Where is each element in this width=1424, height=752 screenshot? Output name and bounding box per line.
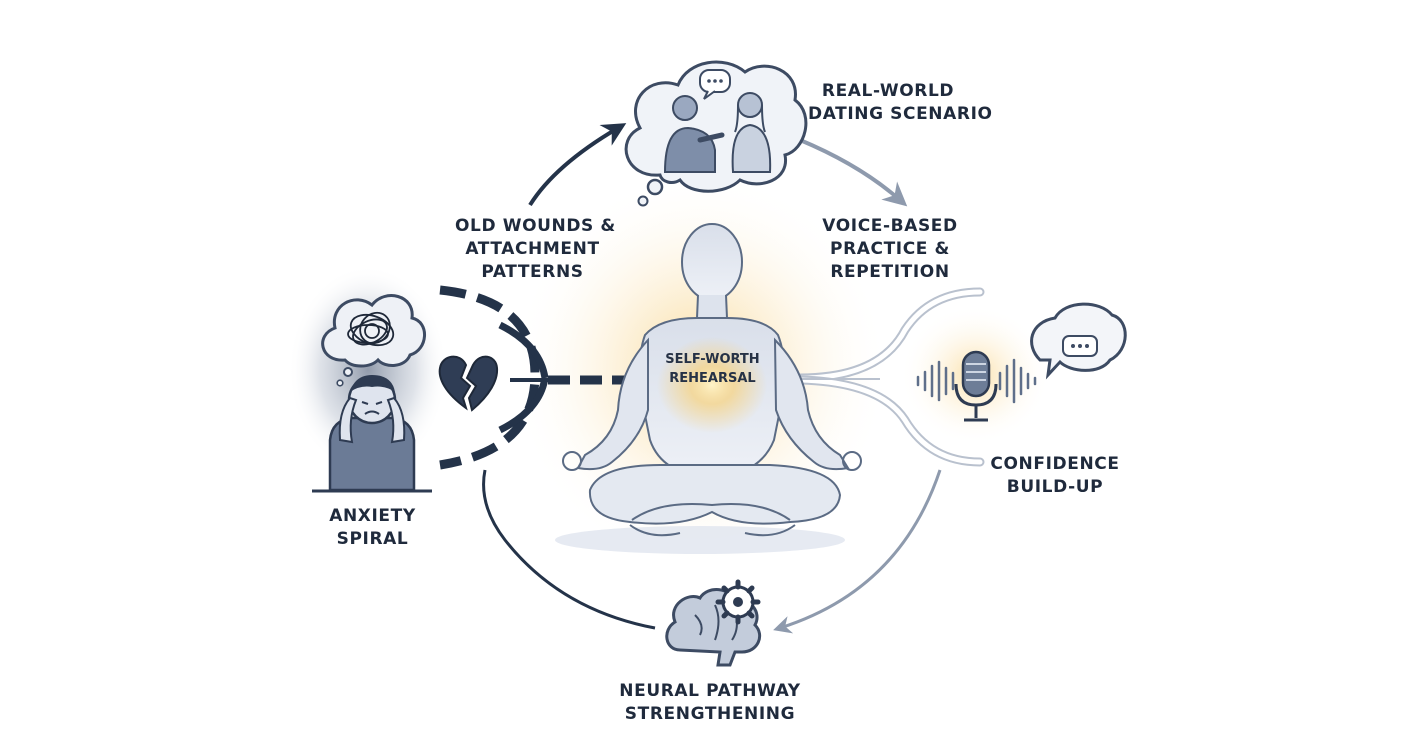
right-branch-bottom-inner [797,377,983,465]
right-branch-top-inner [797,289,983,381]
voice-practice-label: VOICE-BASED PRACTICE & REPETITION [815,215,965,284]
sound-waves-left [916,360,955,402]
old-wounds-label-line1: OLD WOUNDS & [455,216,616,236]
thought-cloud-couple-icon [624,60,808,207]
neural-label-line1: NEURAL PATHWAY [619,681,801,701]
dashed-wound-arc [439,285,540,470]
anxious-person-icon [312,375,432,493]
old-wounds-label-line3: PATTERNS [481,262,584,282]
speech-bubble-icon [1030,302,1127,380]
confidence-label-line1: CONFIDENCE [990,454,1120,474]
confidence-label-line2: BUILD-UP [1006,477,1104,497]
voice-practice-label-line3: REPETITION [830,262,950,282]
left-merge-top [498,321,549,379]
meditating-figure-icon [555,223,862,554]
left-merge-bottom [498,377,549,434]
real-world-label: REAL-WORLD DATING SCENARIO [808,80,993,126]
center-label: SELF-WORTH REHEARSAL [640,350,785,388]
center-label-line1: SELF-WORTH [665,352,760,367]
center-label-line2: REHEARSAL [669,371,756,386]
broken-heart-icon [438,355,499,412]
anxiety-label: ANXIETY SPIRAL [320,505,425,551]
tangled-thoughts-icon [321,294,426,387]
sound-waves-right [998,358,1037,404]
voice-practice-label-line1: VOICE-BASED [822,216,958,236]
voice-practice-label-line2: PRACTICE & [830,239,950,259]
neural-label: NEURAL PATHWAY STRENGTHENING [610,680,810,726]
brain-gear-icon [665,579,761,667]
arrow-to-real-world [528,123,627,207]
confidence-label: CONFIDENCE BUILD-UP [985,453,1125,499]
old-wounds-label-line2: ATTACHMENT [465,239,600,259]
microphone-icon [954,350,998,422]
arrow-neural-to-anxiety [482,469,656,630]
neural-label-line2: STRENGTHENING [624,704,796,724]
arrow-to-neural [773,469,942,634]
old-wounds-label: OLD WOUNDS & ATTACHMENT PATTERNS [455,215,616,284]
arrow-to-voice-practice [799,138,908,207]
anxiety-label-line2: SPIRAL [336,529,409,549]
anxiety-label-line1: ANXIETY [329,506,416,526]
real-world-label-line1: REAL-WORLD [821,81,955,101]
real-world-label-line2: DATING SCENARIO [808,104,993,124]
